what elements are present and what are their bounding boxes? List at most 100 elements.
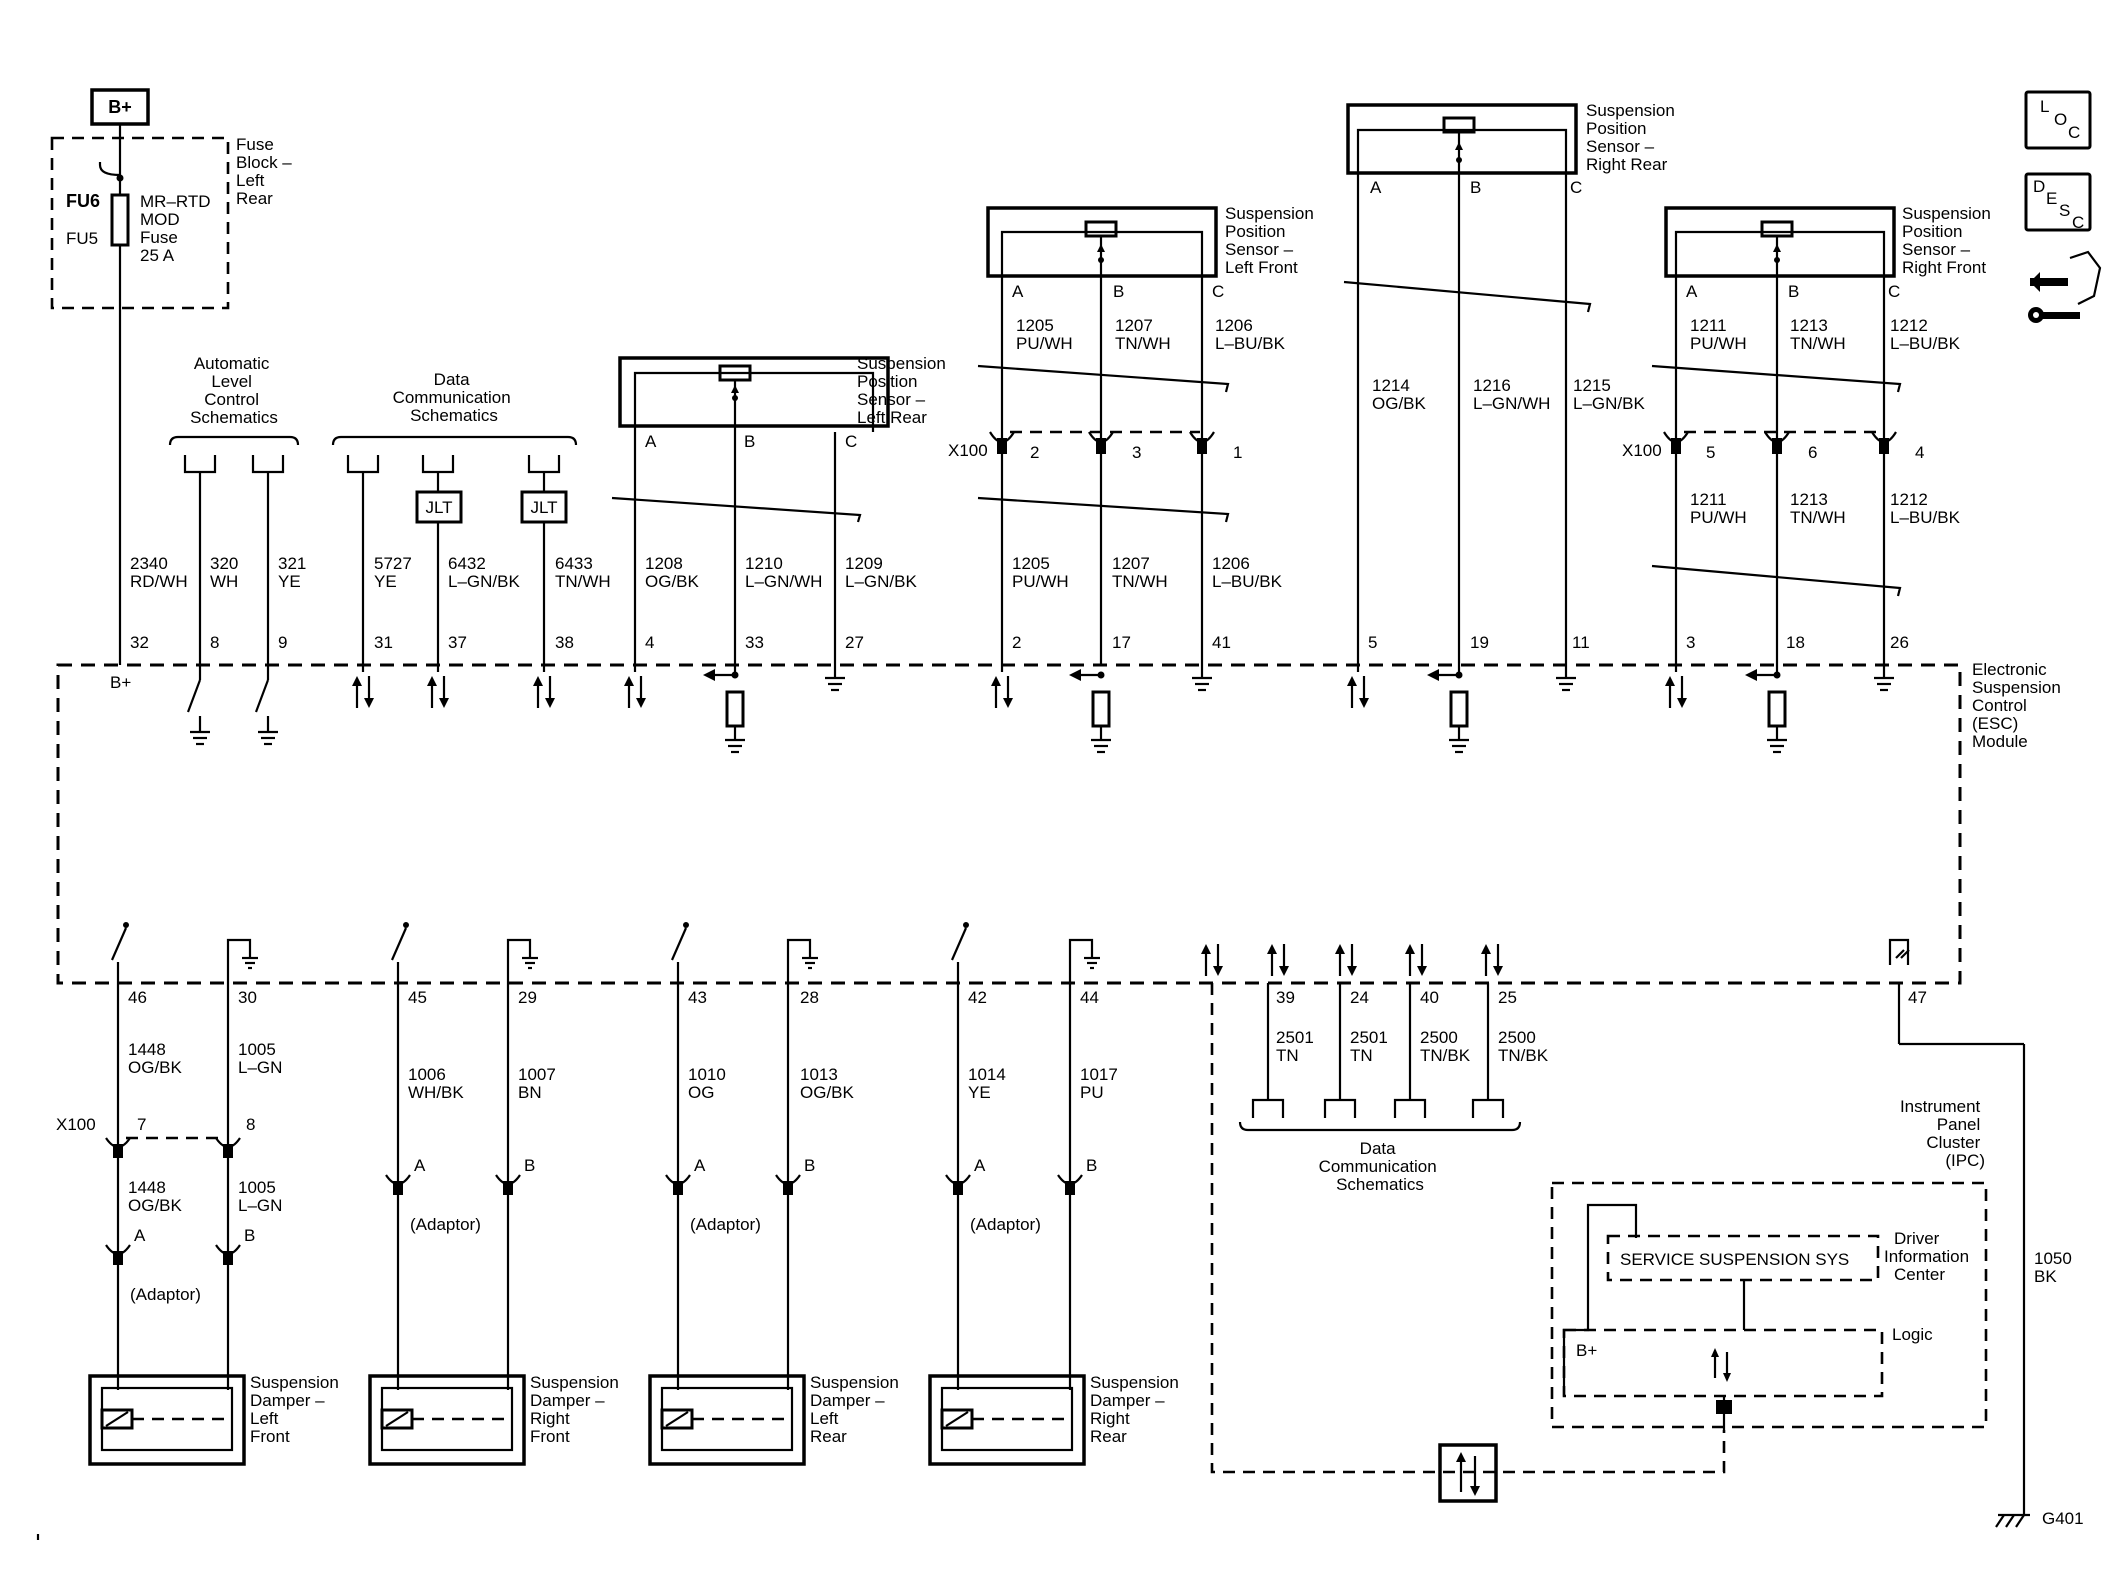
svg-text:L–BU/BK: L–BU/BK	[1890, 334, 1961, 353]
svg-text:3: 3	[1132, 443, 1141, 462]
logic-data-arrows	[1711, 1348, 1731, 1382]
svg-text:1205: 1205	[1012, 554, 1050, 573]
svg-text:YE: YE	[278, 572, 301, 591]
bidirectional-arrow	[427, 665, 449, 708]
svg-text:3: 3	[1686, 633, 1695, 652]
resistor	[1767, 690, 1787, 728]
svg-text:B: B	[1113, 282, 1124, 301]
fuse-text: MR–RTD MOD Fuse 25 A	[140, 192, 215, 265]
svg-text:1017: 1017	[1080, 1065, 1118, 1084]
svg-text:6433: 6433	[555, 554, 593, 573]
svg-text:44: 44	[1080, 988, 1099, 1007]
svg-text:1014: 1014	[968, 1065, 1006, 1084]
data-line	[1471, 983, 1505, 1118]
desc-icon[interactable]: D E S C	[2024, 172, 2092, 232]
svg-text:TN/WH: TN/WH	[1115, 334, 1171, 353]
svg-text:2500: 2500	[1420, 1028, 1458, 1047]
data-line	[1393, 983, 1427, 1118]
logic-outline	[1562, 1328, 1884, 1398]
sensor-right-rear: A B C Suspension Position Sensor – Right…	[1346, 101, 1680, 197]
bidirectional-arrow	[1347, 665, 1369, 708]
dic-message: SERVICE SUSPENSION SYS	[1620, 1250, 1849, 1269]
connector-view-icon[interactable]	[2028, 250, 2102, 323]
svg-text:32: 32	[130, 633, 149, 652]
svg-text:TN/BK: TN/BK	[1420, 1046, 1471, 1065]
sensor-right-front: A B C Suspension Position Sensor – Right…	[1664, 204, 1991, 301]
svg-text:30: 30	[238, 988, 257, 1007]
fuse-block-outline	[50, 136, 230, 310]
svg-text:2500: 2500	[1498, 1028, 1536, 1047]
svg-text:PU/WH: PU/WH	[1016, 334, 1073, 353]
sensor-left-rear: A B C Suspension Position Sensor – Left …	[618, 354, 946, 451]
svg-text:TN/WH: TN/WH	[555, 572, 611, 591]
svg-text:C: C	[2072, 213, 2084, 232]
fu6-label: FU6	[66, 191, 100, 211]
pin-a-label: A	[694, 1156, 706, 1175]
svg-text:38: 38	[555, 633, 574, 652]
ground-label: G401	[2042, 1509, 2084, 1528]
svg-text:B: B	[1788, 282, 1799, 301]
svg-text:S: S	[2059, 201, 2070, 220]
svg-text:4: 4	[1915, 443, 1924, 462]
svg-text:YE: YE	[968, 1083, 991, 1102]
bidirectional-arrow	[624, 665, 646, 708]
low-reference-ground	[1874, 665, 1894, 692]
svg-text:1215: 1215	[1573, 376, 1611, 395]
svg-text:24: 24	[1350, 988, 1369, 1007]
svg-text:1213: 1213	[1790, 316, 1828, 335]
bidirectional-arrow	[1335, 944, 1357, 976]
svg-text:4: 4	[645, 633, 654, 652]
svg-text:1006: 1006	[408, 1065, 446, 1084]
adaptor-label: (Adaptor)	[130, 1285, 201, 1304]
data-comm-schematics-bottom: Data Communication Schematics	[1319, 1139, 1442, 1194]
sensor-right-rear-label: Suspension Position Sensor – Right Rear	[1586, 101, 1680, 174]
bidirectional-arrow	[533, 665, 555, 708]
sensor-signal-input	[703, 669, 745, 754]
svg-text:D: D	[2033, 177, 2045, 196]
ground-wire-47	[1888, 938, 2030, 1528]
alc-schematics-label: Automatic Level Control Schematics	[190, 354, 278, 427]
svg-text:1448: 1448	[128, 1040, 166, 1059]
bidirectional-arrow	[1267, 944, 1289, 976]
damper-driver	[670, 922, 818, 1390]
damper-body	[88, 1374, 246, 1466]
battery-label: B+	[108, 97, 132, 117]
svg-text:B: B	[1470, 178, 1481, 197]
svg-text:31: 31	[374, 633, 393, 652]
loc-icon[interactable]: L O C	[2024, 90, 2092, 150]
bidirectional-arrow	[1481, 944, 1503, 976]
data-line	[1251, 983, 1285, 1118]
fuse-block-title: Fuse Block – Left Rear	[236, 135, 296, 208]
svg-text:WH: WH	[210, 572, 238, 591]
svg-text:C: C	[1570, 178, 1582, 197]
svg-text:L–GN: L–GN	[238, 1058, 282, 1077]
resistor	[1091, 690, 1111, 728]
sensor-signal-symbols	[703, 665, 1894, 754]
svg-text:1010: 1010	[688, 1065, 726, 1084]
low-reference-ground	[1556, 665, 1576, 692]
lf-lower-color-1: OG/BK	[128, 1196, 183, 1215]
damper-driver	[950, 922, 1100, 1390]
pin-a-label: A	[974, 1156, 986, 1175]
svg-text:E: E	[2046, 189, 2057, 208]
x100-connector-bottom: 7 8	[105, 1115, 255, 1158]
svg-text:BN: BN	[518, 1083, 542, 1102]
svg-text:1206: 1206	[1215, 316, 1253, 335]
svg-text:1207: 1207	[1115, 316, 1153, 335]
svg-text:A: A	[1370, 178, 1382, 197]
svg-text:OG/BK: OG/BK	[645, 572, 700, 591]
damper-body	[928, 1374, 1086, 1466]
svg-text:39: 39	[1276, 988, 1295, 1007]
svg-text:321: 321	[278, 554, 306, 573]
svg-text:1212: 1212	[1890, 490, 1928, 509]
switch-to-ground-9	[254, 665, 278, 746]
svg-text:1214: 1214	[1372, 376, 1410, 395]
svg-text:2501: 2501	[1350, 1028, 1388, 1047]
